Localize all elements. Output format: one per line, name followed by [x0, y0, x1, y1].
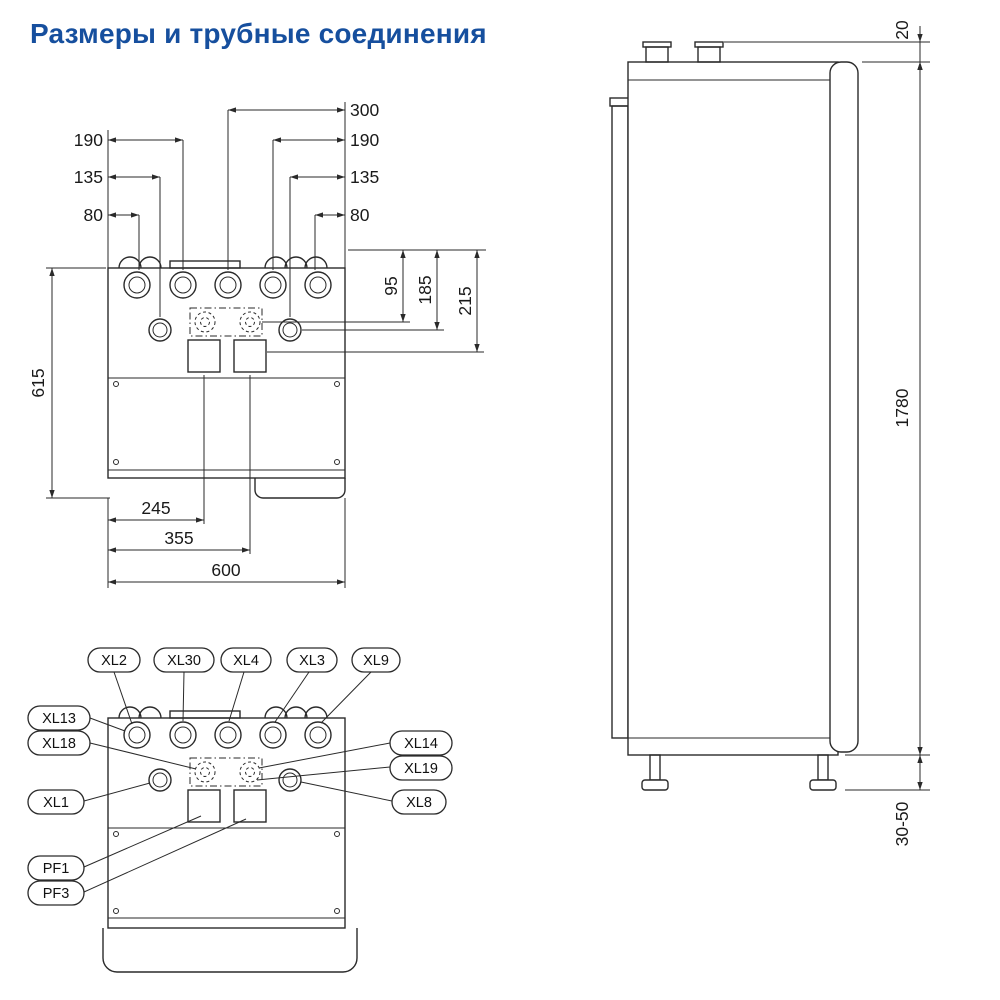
label-xl3: XL3 [286, 647, 338, 673]
connection-labels: XL2 XL30 XL4 XL3 XL9 [27, 647, 453, 906]
svg-text:PF3: PF3 [43, 886, 70, 902]
dim-135-left: 135 [74, 167, 103, 187]
svg-text:XL2: XL2 [101, 653, 127, 669]
dim-185: 185 [415, 275, 435, 304]
panel-screws [113, 831, 340, 914]
page-title: Размеры и трубные соединения [30, 18, 487, 49]
connection-view: XL2 XL30 XL4 XL3 XL9 [27, 647, 453, 973]
front-panel-bottom-edge [254, 478, 346, 499]
cable-gland-plate [169, 260, 241, 269]
svg-text:XL13: XL13 [42, 711, 76, 727]
dim-600: 600 [211, 560, 240, 580]
dim-80-left: 80 [84, 205, 104, 225]
pipe-connections-row1 [123, 271, 332, 299]
dim-1780: 1780 [892, 388, 912, 427]
service-plates [187, 339, 267, 373]
svg-text:XL4: XL4 [233, 653, 259, 669]
panel-screws [113, 381, 340, 465]
svg-text:XL9: XL9 [363, 653, 389, 669]
dim-245: 245 [141, 498, 170, 518]
connection-view-unit-drawing [102, 706, 358, 973]
svg-text:XL30: XL30 [167, 653, 201, 669]
cabinet-side-outline [627, 61, 839, 756]
dim-615: 615 [28, 368, 48, 397]
label-xl4: XL4 [220, 647, 272, 673]
pipe-connections-row2 [148, 757, 302, 792]
cable-gland-plate [169, 710, 241, 719]
pipe-stub-arcs [118, 706, 328, 719]
dim-30-50: 30-50 [892, 801, 912, 846]
top-pipe-stubs [642, 41, 724, 63]
dim-95: 95 [381, 276, 401, 295]
side-view: 20 1780 30-50 [609, 20, 930, 846]
front-view: 300 190 190 135 135 80 80 95 185 215 [28, 100, 486, 588]
svg-text:PF1: PF1 [43, 861, 70, 877]
dim-300: 300 [350, 100, 379, 120]
cabinet-outline [107, 717, 346, 929]
label-xl30: XL30 [153, 647, 215, 673]
label-xl13: XL13 [27, 705, 91, 731]
label-pf3: PF3 [27, 880, 85, 906]
cabinet-outline [107, 267, 346, 479]
svg-text:XL14: XL14 [404, 736, 438, 752]
dim-80-right: 80 [350, 205, 370, 225]
label-pf1: PF1 [27, 855, 85, 881]
dim-215: 215 [455, 286, 475, 315]
pipe-connections-row1 [123, 721, 332, 749]
extension-lines [107, 102, 346, 317]
label-xl19: XL19 [389, 755, 453, 781]
label-xl8: XL8 [391, 789, 447, 815]
label-xl9: XL9 [351, 647, 401, 673]
cabinet-base [102, 928, 358, 973]
dim-190-right: 190 [350, 130, 379, 150]
front-view-unit-drawing [107, 256, 346, 499]
back-panel-hook [609, 97, 631, 107]
svg-text:XL1: XL1 [43, 795, 69, 811]
dim-20: 20 [892, 20, 912, 40]
svg-text:XL19: XL19 [404, 761, 438, 777]
pipe-stub-arcs [118, 256, 328, 269]
leader-lines [83, 671, 393, 893]
svg-text:XL8: XL8 [406, 795, 432, 811]
bottom-extension-lines [107, 375, 346, 588]
side-view-unit-drawing [609, 41, 859, 791]
label-xl18: XL18 [27, 730, 91, 756]
dim-355: 355 [164, 528, 193, 548]
front-panel [829, 61, 859, 753]
label-xl14: XL14 [389, 730, 453, 756]
adjustable-feet [641, 754, 837, 791]
back-panel [611, 105, 629, 739]
svg-text:XL18: XL18 [42, 736, 76, 752]
dim-135-right: 135 [350, 167, 379, 187]
label-xl1: XL1 [27, 789, 85, 815]
dim-190-left: 190 [74, 130, 103, 150]
front-view-dimensions: 300 190 190 135 135 80 80 95 185 215 [28, 100, 486, 588]
service-plates [187, 789, 267, 823]
label-xl2: XL2 [87, 647, 141, 673]
side-view-dimensions: 20 1780 30-50 [724, 20, 930, 846]
svg-text:XL3: XL3 [299, 653, 325, 669]
pipe-connections-row2 [148, 307, 302, 342]
